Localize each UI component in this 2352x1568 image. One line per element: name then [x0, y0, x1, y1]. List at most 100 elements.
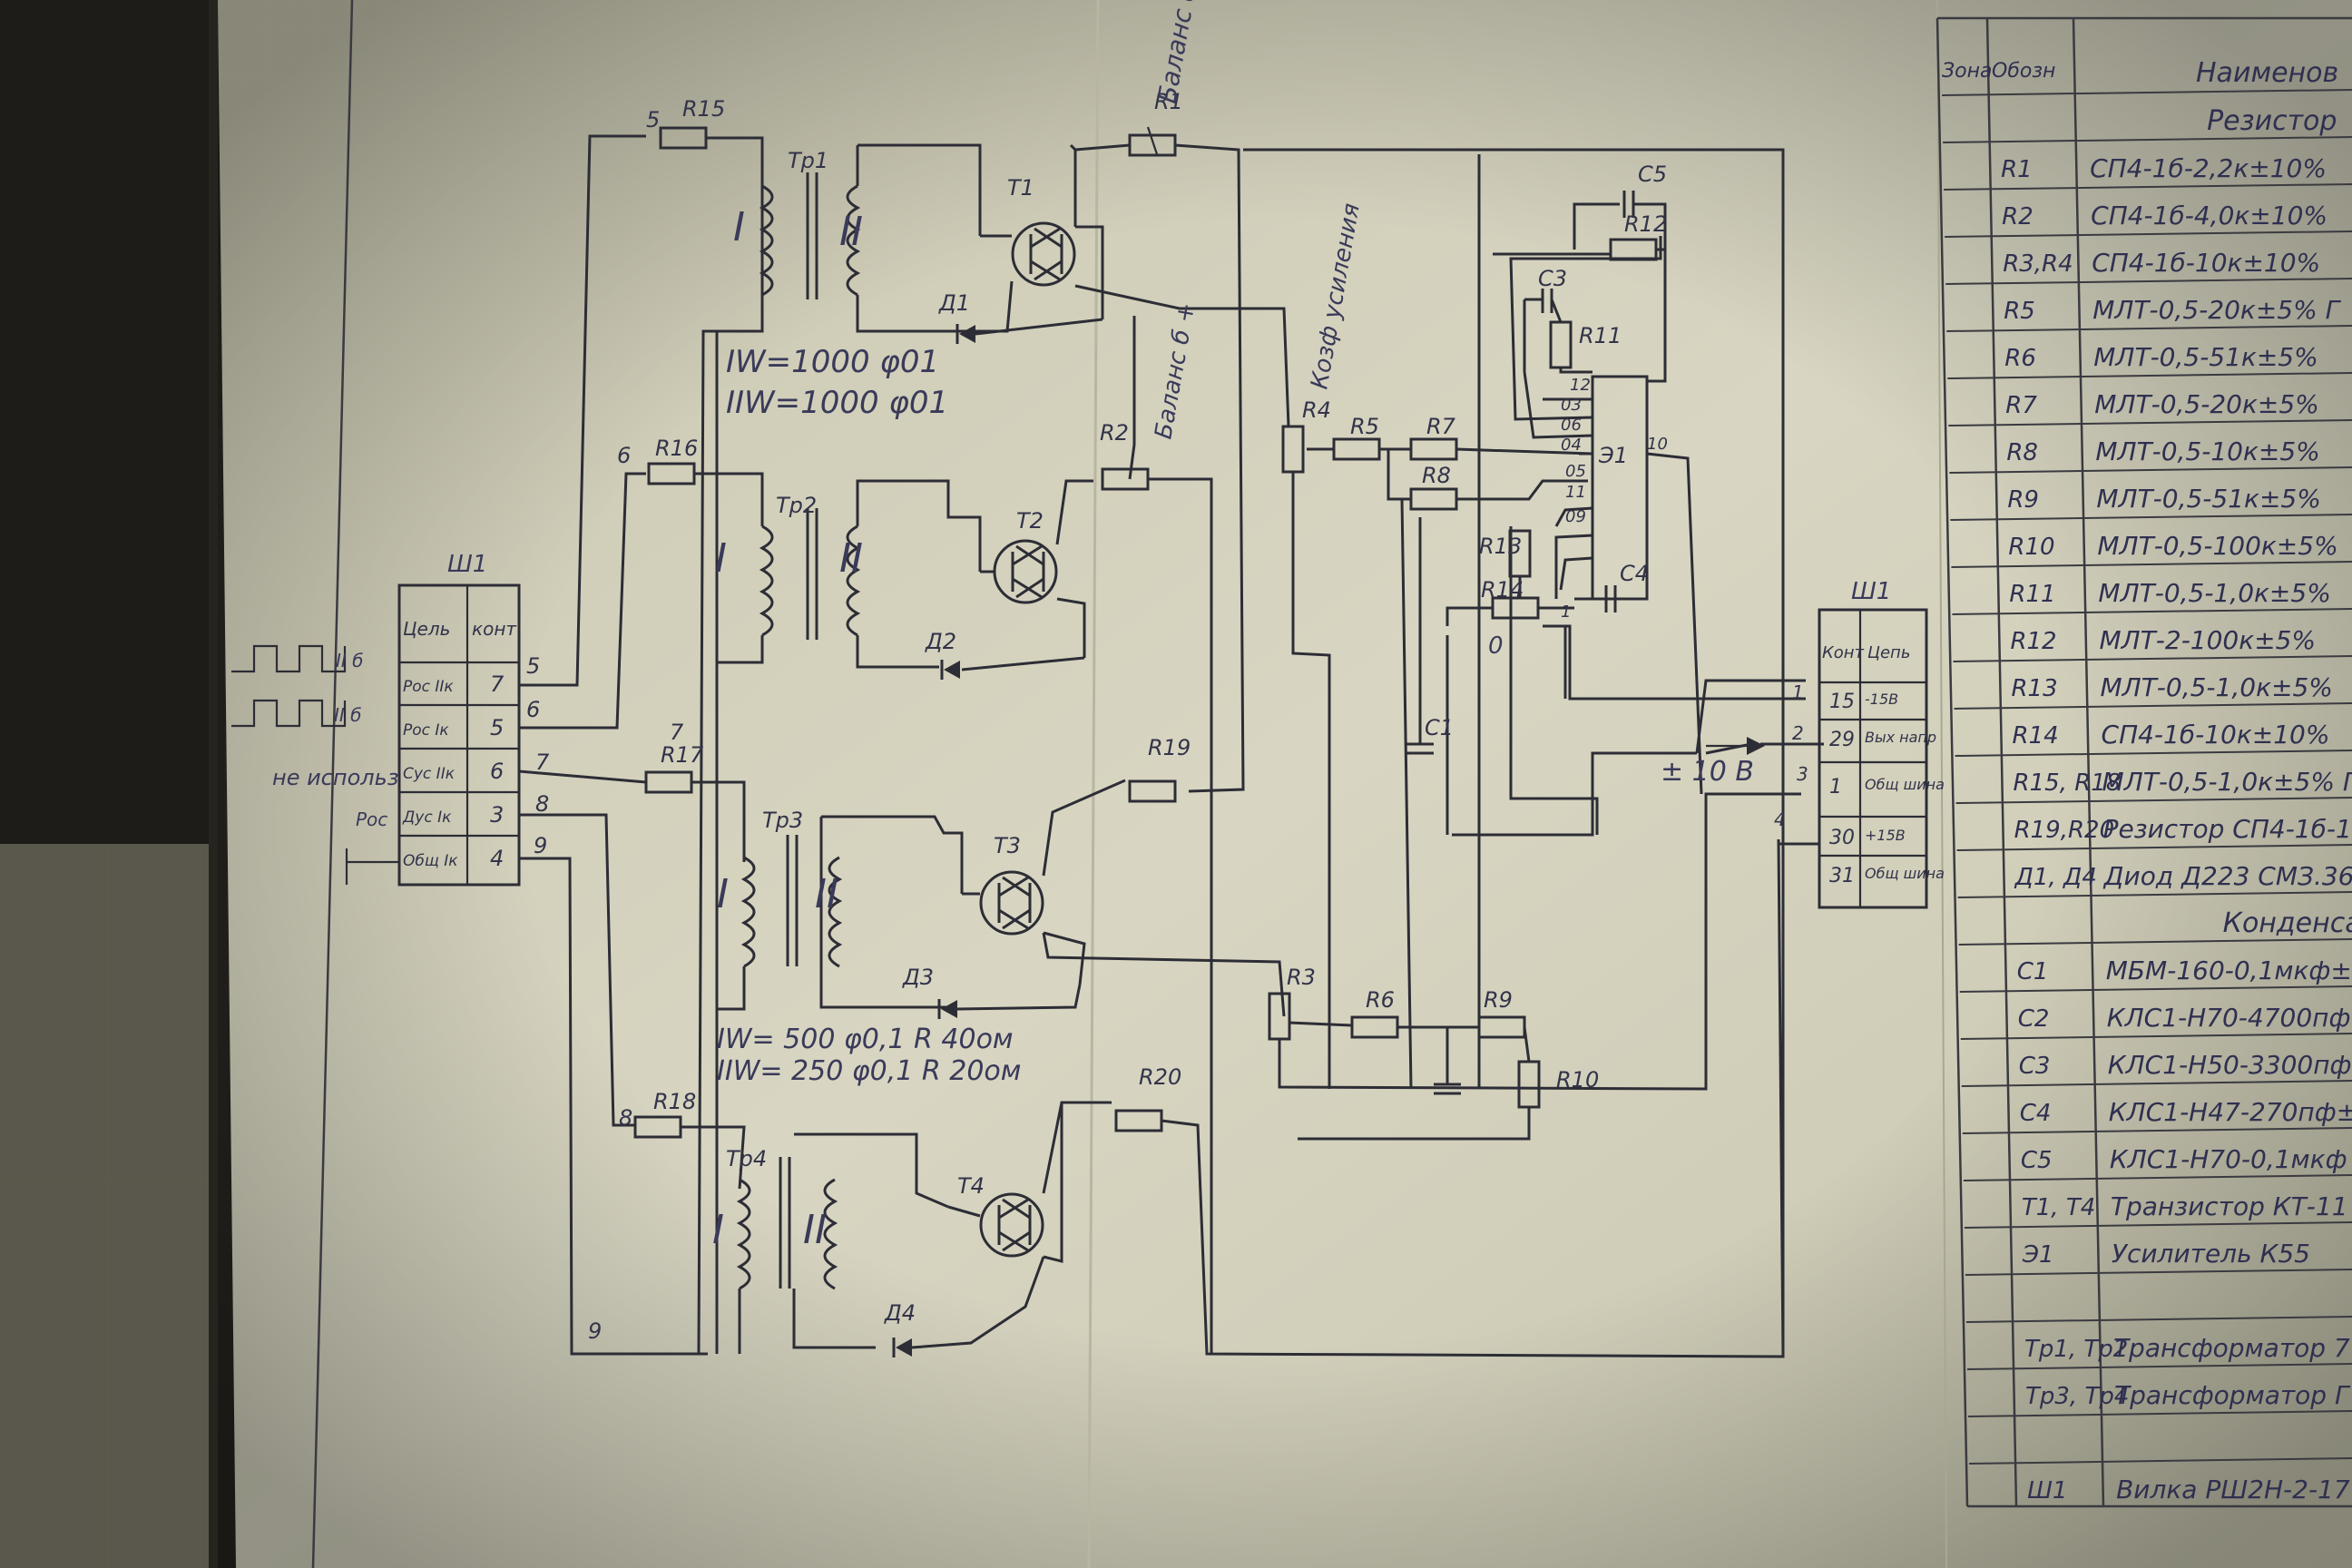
parts-row-line [1942, 89, 2352, 96]
left-connector-header: конт [472, 618, 517, 640]
right-connector [1818, 608, 1928, 909]
parts-row-ref: Тр3, Тр4 [2025, 1383, 2129, 1410]
winding-i-label: I [715, 535, 727, 582]
parts-row-ref: Ш1 [2027, 1477, 2067, 1504]
wire-number-label: 8 [619, 1105, 632, 1131]
chip-pin-label: 11 [1565, 483, 1586, 502]
component-label-r20: R20 [1139, 1064, 1181, 1090]
output-pin-label: 3 [1797, 763, 1808, 785]
parts-row-line [1957, 891, 2352, 898]
parts-row-name: СП4-1б-4,0к±10% [2091, 201, 2328, 230]
parts-row-name: МЛТ-0,5-100к±5% [2097, 531, 2337, 561]
unused-note-2: Рос [356, 808, 387, 830]
parts-row-line [1951, 561, 2352, 568]
parts-row-ref: Тр1, Тр2 [2024, 1336, 2128, 1363]
component-label-r9: R9 [1484, 987, 1513, 1013]
unused-note: не использ [272, 765, 399, 790]
parts-row-ref: R8 [2006, 439, 2038, 466]
chip-pin-label: 12 [1570, 376, 1591, 395]
parts-row-line [1946, 325, 2352, 332]
right-connector-pin: 31 [1829, 865, 1855, 887]
component-label-r6: R6 [1366, 987, 1395, 1013]
left-connector [397, 583, 521, 887]
parts-row-line [1968, 1410, 2352, 1417]
parts-row-name: МЛТ-0,5-1,0к±5% [2100, 672, 2332, 702]
parts-row-line [1950, 514, 2352, 521]
parts-row-name: СП4-1б-10к±10% [2092, 248, 2320, 278]
component-label-r5: R5 [1350, 414, 1379, 439]
left-connector-circuit: Рос Iк [403, 721, 449, 740]
component-label-c4: C4 [1620, 561, 1649, 586]
parts-row-ref: R2 [2002, 203, 2034, 230]
component-label-d1: Д1 [938, 290, 970, 316]
parts-row-ref: R5 [2004, 298, 2035, 325]
parts-row-name: СП4-1б-10к±10% [2102, 720, 2330, 750]
parts-row-line [1956, 844, 2352, 851]
component-label-tr4: Тр4 [726, 1146, 767, 1171]
component-label-c5: C5 [1638, 162, 1667, 187]
component-label-c1: C1 [1425, 715, 1454, 740]
component-label-e1: Э1 [1598, 443, 1628, 468]
component-label-r12: R12 [1624, 211, 1667, 237]
right-connector-header: Цепь [1867, 643, 1910, 662]
component-label-r17: R17 [661, 742, 704, 768]
winding-i-label: I [733, 204, 745, 250]
left-connector-circuit: Рос IIк [403, 678, 454, 696]
parts-header-zone: Зона [1942, 60, 1992, 83]
component-label-d3: Д3 [902, 965, 934, 990]
chip-pin-label: 09 [1565, 507, 1586, 526]
right-connector-circuit: +15В [1865, 827, 1906, 844]
parts-row-ref: R1 [2001, 156, 2033, 183]
parts-row-line [1954, 702, 2352, 710]
parts-row-name: МЛТ-0,5-20к±5% Г [2092, 295, 2341, 325]
parts-row-name: МЛТ-0,5-1,0к±5% [2098, 578, 2330, 608]
parts-row-line [1965, 1269, 2352, 1276]
component-label-r15: R15 [682, 96, 725, 122]
component-label-r10: R10 [1556, 1067, 1599, 1093]
component-label-r13: R13 [1479, 534, 1522, 559]
parts-row-line [1964, 1221, 2352, 1229]
parts-row-line [1955, 797, 2352, 804]
output-pin-label: 4 [1774, 808, 1786, 830]
component-label-t2: T2 [1016, 508, 1044, 534]
parts-row-line [1962, 1127, 2352, 1134]
component-label-r18: R18 [653, 1089, 696, 1114]
parts-row-line [1958, 938, 2352, 946]
right-connector-circuit: Общ шина [1865, 776, 1945, 793]
left-connector-pin: 6 [490, 759, 504, 784]
parts-row-name: СП4-1б-2,2к±10% [2090, 153, 2327, 183]
component-label-d4: Д4 [884, 1300, 916, 1326]
left-connector-title: Ш1 [447, 551, 487, 578]
left-connector-circuit: Дус Iк [402, 808, 452, 827]
right-connector-circuit: -15В [1865, 691, 1898, 708]
parts-row-line [1947, 372, 2352, 379]
wire-number-label: 8 [535, 791, 549, 817]
parts-row-name: Резистор [2207, 105, 2337, 137]
component-label-t1: T1 [1007, 175, 1034, 201]
parts-row-line [1943, 136, 2352, 143]
component-label-r1: R1 [1154, 89, 1183, 114]
input-waveforms [231, 644, 399, 885]
component-label-t3: T3 [994, 833, 1021, 858]
parts-row-name: Конденсато [2223, 907, 2352, 939]
tr1-winding-note-2: IIW=1000 φ01 [726, 385, 948, 421]
parts-row-ref: R15, R18 [2014, 769, 2122, 797]
parts-row-name: МЛТ-2-100к±5% [2099, 625, 2316, 655]
component-label-r16: R16 [655, 436, 698, 461]
wire-number-label: 7 [670, 720, 684, 745]
wire-number-label: 9 [534, 833, 547, 858]
parts-row-ref: R9 [2007, 486, 2039, 514]
winding-ii-label: II [803, 1207, 827, 1253]
parts-header-name: Наименов [2196, 57, 2338, 89]
parts-row-ref: R14 [2013, 722, 2059, 750]
parts-row-line [1944, 183, 2352, 191]
right-connector-title: Ш1 [1851, 578, 1891, 605]
chip-pin-label: 10 [1647, 435, 1668, 454]
parts-row-name: МЛТ-0,5-1,0к±5% Г [2102, 767, 2352, 797]
parts-row-name: МЛТ-0,5-20к±5% [2094, 389, 2318, 419]
parts-row-ref: R3,R4 [2003, 250, 2073, 278]
parts-row-ref: Э1 [2022, 1241, 2054, 1269]
chip-pin-label: 03 [1561, 396, 1582, 415]
left-connector-pin: 5 [490, 715, 504, 740]
parts-row-line [1963, 1174, 2352, 1181]
